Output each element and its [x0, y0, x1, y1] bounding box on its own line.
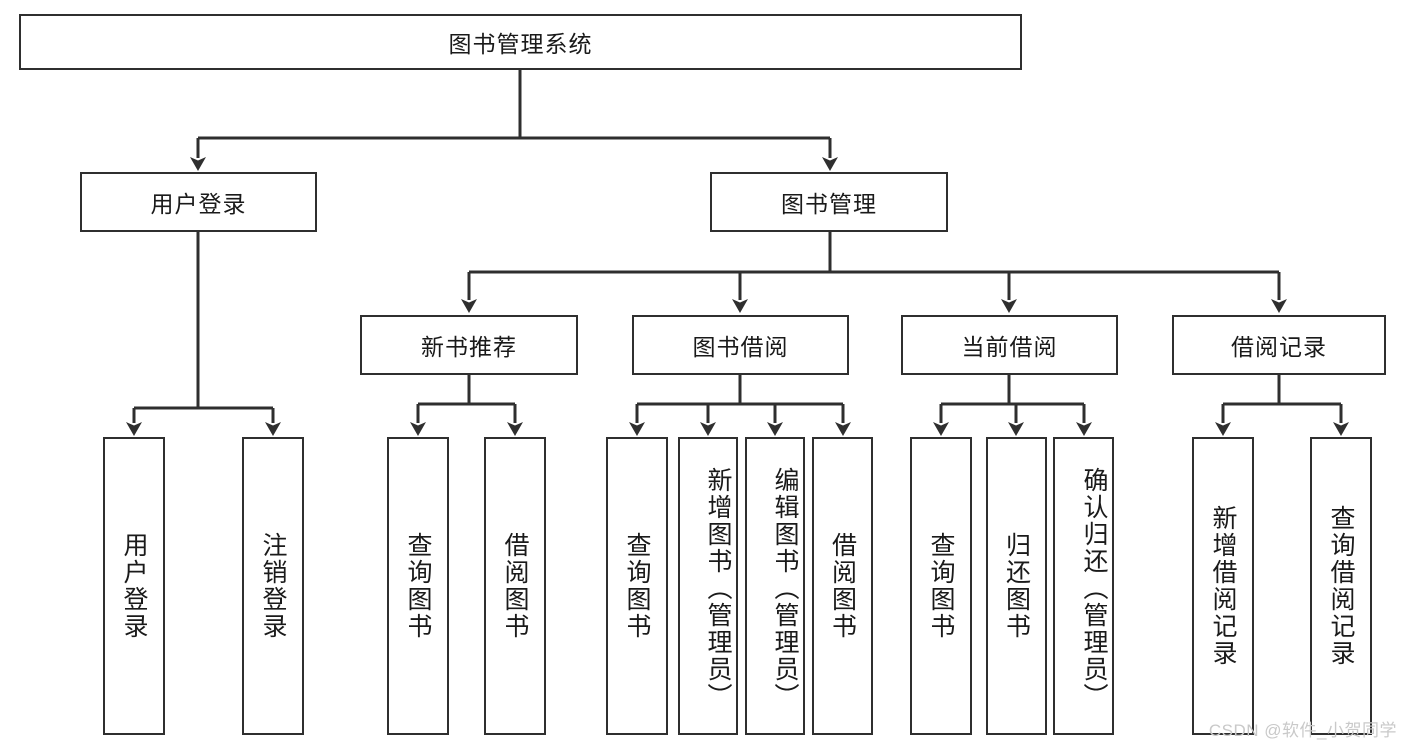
node-leaf-return-book-label: 归还图书	[1002, 532, 1031, 640]
node-book-borrow[interactable]: 图书借阅	[632, 315, 849, 375]
node-new-book-rec-label: 新书推荐	[421, 334, 517, 360]
node-leaf-confirm-return[interactable]: 确认归还（管理员）	[1053, 437, 1114, 735]
node-leaf-query-book-cb-label: 查询图书	[927, 532, 955, 640]
node-leaf-query-book-rec-label: 查询图书	[404, 532, 432, 640]
node-new-book-rec[interactable]: 新书推荐	[360, 315, 578, 375]
node-leaf-user-logout[interactable]: 注销登录	[242, 437, 304, 735]
node-leaf-user-logout-label: 注销登录	[259, 532, 287, 640]
node-leaf-add-book-label: 新增图书（管理员）	[704, 466, 732, 710]
csdn-watermark: CSDN @软件_小贺同学	[1208, 721, 1397, 740]
node-root[interactable]: 图书管理系统	[19, 14, 1022, 70]
node-leaf-query-record-label: 查询借阅记录	[1327, 505, 1355, 667]
node-leaf-user-login[interactable]: 用户登录	[103, 437, 165, 735]
node-leaf-borrow-book-rec-label: 借阅图书	[501, 532, 529, 640]
node-leaf-query-book-rec[interactable]: 查询图书	[387, 437, 449, 735]
node-book-manage[interactable]: 图书管理	[710, 172, 948, 232]
node-leaf-borrow-book-br-label: 借阅图书	[828, 532, 857, 640]
node-leaf-confirm-return-label: 确认归还（管理员）	[1080, 466, 1108, 710]
node-leaf-borrow-book-br[interactable]: 借阅图书	[812, 437, 873, 735]
node-leaf-query-book-br[interactable]: 查询图书	[606, 437, 668, 735]
node-leaf-add-book[interactable]: 新增图书（管理员）	[678, 437, 738, 735]
node-user-login-label: 用户登录	[150, 191, 247, 217]
node-leaf-add-record-label: 新增借阅记录	[1209, 505, 1237, 667]
node-current-borrow-label: 当前借阅	[961, 334, 1058, 360]
node-borrow-record[interactable]: 借阅记录	[1172, 315, 1386, 375]
node-leaf-borrow-book-rec[interactable]: 借阅图书	[484, 437, 546, 735]
node-leaf-user-login-label: 用户登录	[120, 532, 148, 640]
node-current-borrow[interactable]: 当前借阅	[901, 315, 1118, 375]
node-user-login[interactable]: 用户登录	[80, 172, 317, 232]
node-leaf-add-record[interactable]: 新增借阅记录	[1192, 437, 1254, 735]
node-leaf-query-book-cb[interactable]: 查询图书	[910, 437, 972, 735]
node-book-manage-label: 图书管理	[781, 191, 877, 217]
node-leaf-query-record[interactable]: 查询借阅记录	[1310, 437, 1372, 735]
node-leaf-return-book[interactable]: 归还图书	[986, 437, 1047, 735]
node-root-label: 图书管理系统	[448, 31, 593, 57]
node-leaf-edit-book[interactable]: 编辑图书（管理员）	[745, 437, 805, 735]
node-book-borrow-label: 图书借阅	[692, 334, 789, 360]
node-borrow-record-label: 借阅记录	[1231, 334, 1327, 360]
node-leaf-edit-book-label: 编辑图书（管理员）	[771, 466, 799, 710]
node-leaf-query-book-br-label: 查询图书	[623, 532, 651, 640]
